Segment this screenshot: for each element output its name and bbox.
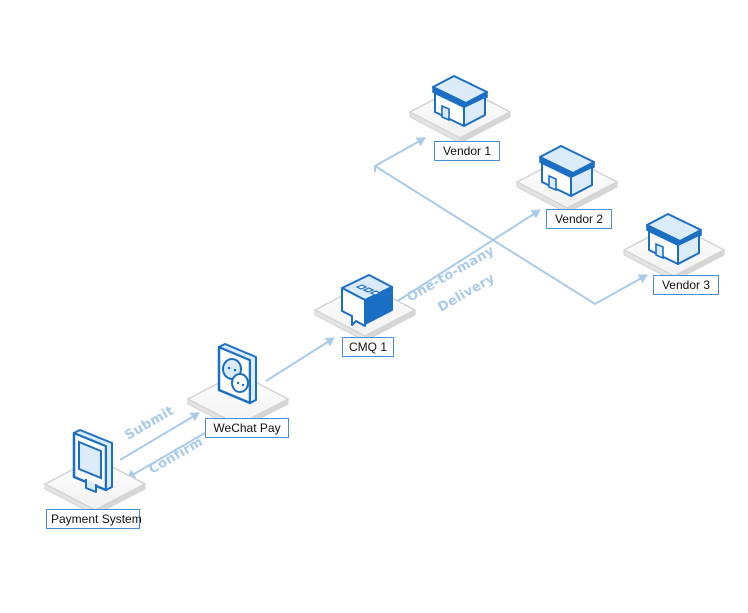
- connectors: [119, 137, 648, 479]
- payment-system-node[interactable]: [44, 429, 146, 516]
- cmq-to-vendor2-arrow: [395, 209, 541, 303]
- vendor-3-node[interactable]: [623, 213, 725, 282]
- vendor-1-node[interactable]: [409, 75, 511, 144]
- cmq-to-vendor3-arrow: [374, 165, 648, 306]
- wechat-to-cmq-arrow: [265, 337, 335, 382]
- vendor-3-label: Vendor 3: [653, 275, 719, 295]
- vendor-1-label: Vendor 1: [434, 141, 500, 161]
- confirm-label: Confirm: [147, 435, 206, 478]
- vendor-2-node[interactable]: [516, 145, 618, 214]
- cmq-label: CMQ 1: [342, 337, 394, 357]
- submit-label: Submit: [123, 403, 177, 443]
- cmq-to-vendor1-arrow: [374, 137, 426, 172]
- wechat-chat-icon: [217, 343, 257, 405]
- confirm-arrow: [126, 428, 213, 479]
- wechat-pay-label: WeChat Pay: [205, 418, 289, 438]
- vendor-2-label: Vendor 2: [546, 209, 612, 229]
- payment-system-label: Payment System: [46, 509, 142, 529]
- message-queue-icon: [341, 274, 393, 327]
- store-icon: [646, 213, 702, 265]
- submit-arrow: [119, 412, 200, 461]
- store-icon: [432, 75, 488, 127]
- wechat-pay-node[interactable]: [187, 343, 289, 431]
- monitor-icon: [72, 429, 113, 493]
- store-icon: [539, 145, 595, 197]
- cmq-node[interactable]: [314, 274, 416, 342]
